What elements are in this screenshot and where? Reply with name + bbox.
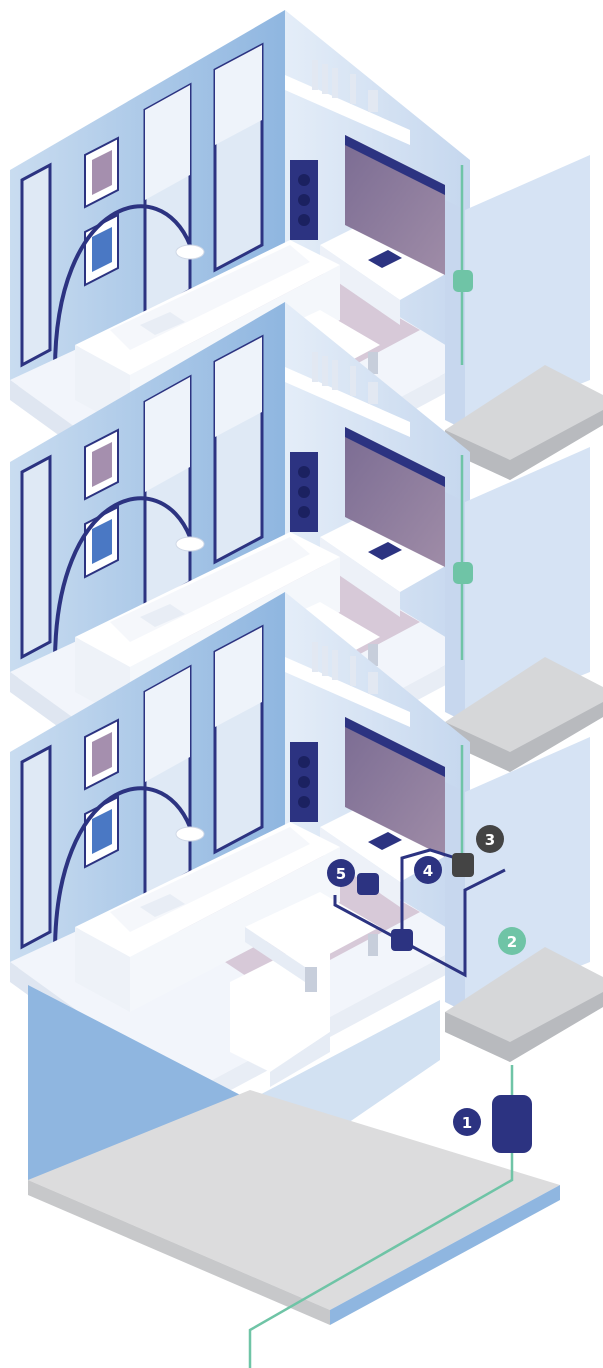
marker-2: 2 xyxy=(498,927,526,955)
marker-3: 3 xyxy=(476,825,504,853)
connector-node-3 xyxy=(452,853,474,877)
marker-5: 5 xyxy=(327,859,355,887)
svg-text:4: 4 xyxy=(423,862,433,880)
main-unit-1 xyxy=(492,1095,532,1153)
marker-4: 4 xyxy=(414,856,442,884)
marker-1: 1 xyxy=(453,1108,481,1136)
svg-text:1: 1 xyxy=(462,1114,472,1132)
terminal-box-5 xyxy=(357,873,379,895)
svg-text:2: 2 xyxy=(507,933,517,951)
svg-text:5: 5 xyxy=(336,865,346,883)
svg-text:3: 3 xyxy=(485,831,495,849)
junction-box-4 xyxy=(391,929,413,951)
